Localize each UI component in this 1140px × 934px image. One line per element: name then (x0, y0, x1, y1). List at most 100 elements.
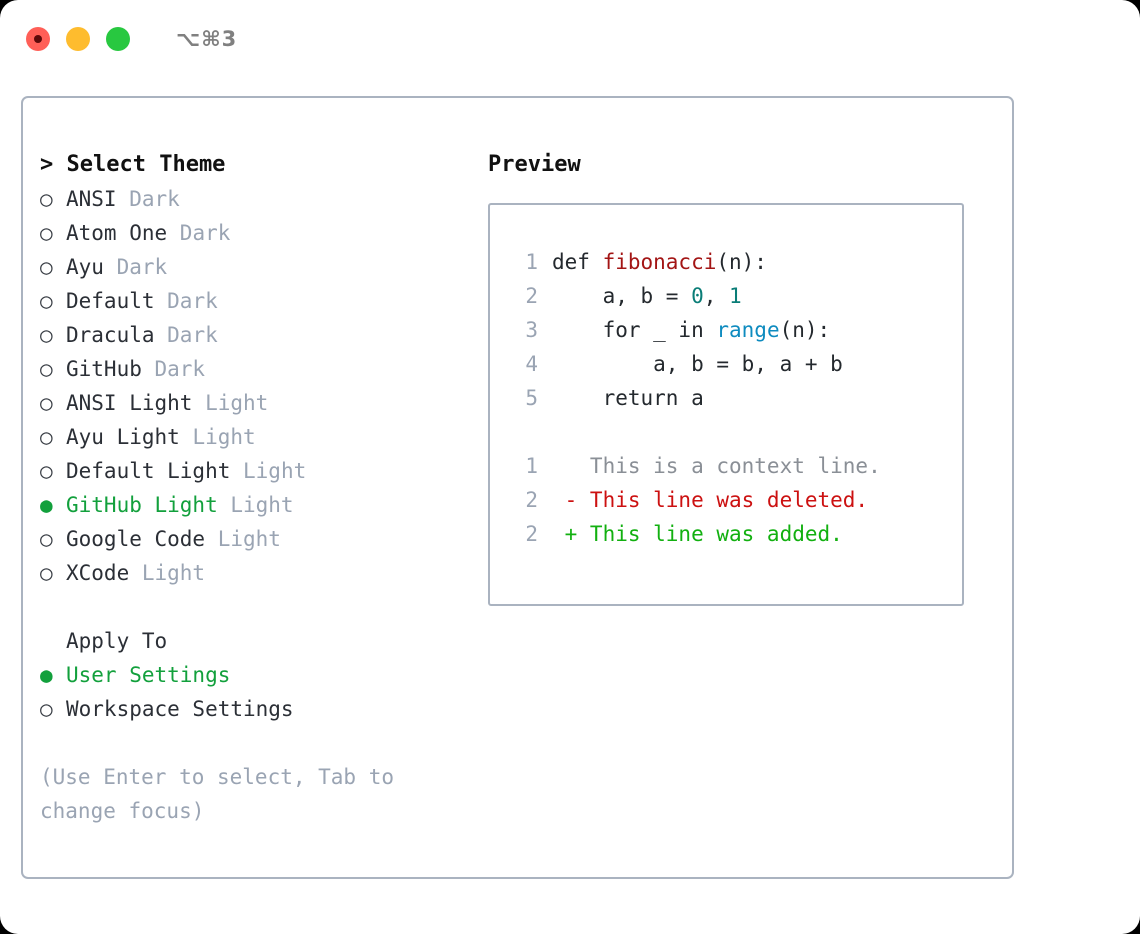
theme-category-badge: Dark (141, 357, 206, 381)
keyboard-hint: (Use Enter to select, Tab to change focu… (40, 765, 395, 823)
line-content: + This line was added. (552, 517, 843, 551)
maximize-button[interactable] (106, 27, 130, 51)
code-line: 3 for _ in range(n): (508, 313, 962, 347)
theme-name: Ayu (66, 255, 104, 279)
code-token: + This line was added. (552, 522, 843, 546)
code-line: 2 a, b = 0, 1 (508, 279, 962, 313)
line-content: def fibonacci(n): (552, 245, 767, 279)
theme-list-item[interactable]: ○Default Light Light (40, 454, 488, 488)
diff-line: 1 This is a context line. (508, 449, 962, 483)
theme-category-badge: Dark (103, 255, 168, 279)
theme-list-item[interactable]: ○ Atom One Dark (40, 216, 488, 250)
diff-line: 2 + This line was added. (508, 517, 962, 551)
line-number: 4 (525, 352, 538, 376)
close-button[interactable] (26, 27, 50, 51)
radio-unselected-icon[interactable]: ○ (40, 425, 53, 449)
theme-name: Atom One (66, 221, 168, 245)
code-line: 4 a, b = b, a + b (508, 347, 962, 381)
apply-to-option[interactable]: ○ Workspace Settings (40, 692, 488, 726)
radio-unselected-icon[interactable]: ○ (40, 323, 53, 347)
theme-name: Google Code (66, 527, 206, 551)
theme-list-item[interactable]: ○ANSI Light Light (40, 386, 488, 420)
radio-unselected-icon[interactable]: ○ (40, 561, 53, 585)
radio-selected-icon[interactable]: ● (40, 493, 53, 517)
apply-to-label: Workspace Settings (66, 697, 294, 721)
theme-category-badge: Light (179, 425, 256, 449)
code-token: range (716, 318, 780, 342)
theme-category-badge: Dark (167, 221, 231, 245)
title-bar: ⌥⌘3 (0, 0, 1140, 78)
code-token: a, b = b, a + b (552, 352, 843, 376)
theme-name: GitHub (66, 357, 142, 381)
code-token: This is a context line. (552, 454, 881, 478)
preview-title: Preview (488, 152, 581, 177)
theme-list-item[interactable]: ○ Ayu Light Light (40, 420, 488, 454)
radio-selected-icon[interactable]: ● (40, 663, 53, 687)
radio-unselected-icon[interactable]: ○ (40, 357, 53, 381)
theme-category-badge: Light (230, 459, 307, 483)
theme-category-badge: Dark (116, 187, 180, 211)
theme-category-badge: Dark (154, 289, 218, 313)
line-number: 2 (525, 522, 538, 546)
radio-unselected-icon[interactable]: ○ (40, 221, 53, 245)
theme-list-item[interactable]: ○ ANSI Dark (40, 182, 488, 216)
code-token: return a (552, 386, 704, 410)
theme-name: Default (66, 289, 155, 313)
line-content: for _ in range(n): (552, 313, 831, 347)
diff-block: 1 This is a context line.2 - This line w… (508, 449, 962, 551)
apply-to-option[interactable]: ●User Settings (40, 658, 488, 692)
theme-name: Dracula (66, 323, 155, 347)
theme-list-item[interactable]: ○ Ayu Dark (40, 250, 488, 284)
theme-list-item[interactable]: ○ Default Dark (40, 284, 488, 318)
theme-name: ANSI (66, 187, 117, 211)
code-diff-separator (508, 415, 962, 449)
radio-unselected-icon[interactable]: ○ (40, 187, 53, 211)
line-number: 2 (525, 284, 538, 308)
minimize-button[interactable] (66, 27, 90, 51)
diff-line: 2 - This line was deleted. (508, 483, 962, 517)
line-content: - This line was deleted. (552, 483, 868, 517)
theme-name: GitHub Light (66, 493, 218, 517)
theme-name: XCode (66, 561, 130, 585)
radio-unselected-icon[interactable]: ○ (40, 255, 53, 279)
radio-unselected-icon[interactable]: ○ (40, 697, 53, 721)
code-token: , (703, 284, 730, 308)
line-content: a, b = 0, 1 (552, 279, 742, 313)
list-spacer (40, 590, 488, 624)
radio-unselected-icon[interactable]: ○ (40, 391, 53, 415)
theme-category-badge: Light (192, 391, 269, 415)
theme-category-badge: Light (129, 561, 206, 585)
code-token: def (552, 250, 603, 274)
code-token: 0 (691, 284, 704, 308)
line-number: 5 (525, 386, 538, 410)
code-token: (n): (779, 318, 831, 342)
theme-list-item[interactable]: ● GitHub Light Light (40, 488, 488, 522)
theme-list-item[interactable]: ○Google Code Light (40, 522, 488, 556)
code-line: 5 return a (508, 381, 962, 415)
theme-list-item[interactable]: ○ XCode Light (40, 556, 488, 590)
line-content: return a (552, 381, 704, 415)
radio-unselected-icon[interactable]: ○ (40, 459, 53, 483)
code-token: for _ in (552, 318, 717, 342)
apply-to-heading: Apply To (66, 629, 168, 653)
radio-unselected-icon[interactable]: ○ (40, 289, 53, 313)
apply-to-list[interactable]: ●User Settings ○ Workspace Settings (40, 658, 488, 726)
page-title: > Select Theme (40, 152, 226, 177)
theme-selector-dialog: > Select Theme ○ANSI Dark○Atom One Dark○… (21, 96, 1014, 879)
theme-list-item[interactable]: ○ GitHub Dark (40, 352, 488, 386)
line-content: a, b = b, a + b (552, 347, 843, 381)
theme-list[interactable]: ○ANSI Dark○Atom One Dark○Ayu Dark○Defaul… (40, 182, 488, 590)
line-content: This is a context line. (552, 449, 881, 483)
theme-list-item[interactable]: ○Dracula Dark (40, 318, 488, 352)
code-token: (n): (716, 250, 767, 274)
radio-unselected-icon[interactable]: ○ (40, 527, 53, 551)
theme-category-badge: Light (217, 493, 294, 517)
code-token: 1 (729, 284, 742, 308)
theme-name: Ayu Light (66, 425, 180, 449)
theme-list-pane: > Select Theme ○ANSI Dark○Atom One Dark○… (23, 148, 488, 828)
code-token: - This line was deleted. (552, 488, 869, 512)
